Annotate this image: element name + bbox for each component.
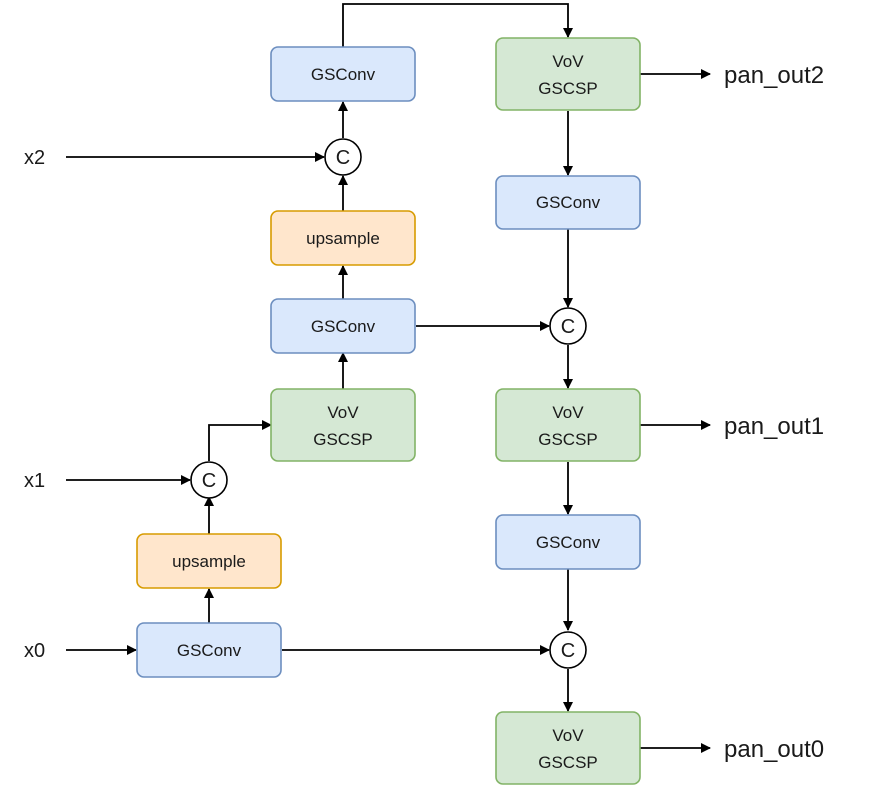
concat-lower-left-symbol: C (202, 470, 216, 492)
output-pan-out0-label: pan_out0 (724, 736, 824, 763)
vov-bottom-right-label-line2: GSCSP (538, 753, 598, 772)
gsconv-mid-left-node: GSConv (270, 298, 416, 354)
upsample-upper-label: upsample (306, 229, 380, 248)
vov-top-right-label-line1: VoV (552, 52, 584, 71)
vov-bottom-right-label-line1: VoV (552, 726, 584, 745)
output-pan-out1-label: pan_out1 (724, 413, 824, 440)
vov-mid-right-label-line2: GSCSP (538, 430, 598, 449)
input-x0-label: x0 (24, 640, 45, 662)
concat-mid-right-node: C (549, 307, 587, 345)
gsconv-mid-left-label: GSConv (311, 317, 376, 336)
output-pan-out2-label: pan_out2 (724, 62, 824, 89)
vov-top-right-node: VoV GSCSP (495, 37, 641, 111)
gsconv-upper-right-label: GSConv (536, 193, 601, 212)
concat-upper-left-node: C (324, 138, 362, 176)
vov-left-label-line2: GSCSP (313, 430, 373, 449)
input-x2-label: x2 (24, 147, 45, 169)
concat-lower-right-node: C (549, 631, 587, 669)
concat-lower-right-symbol: C (561, 640, 575, 662)
vov-bottom-right-node: VoV GSCSP (495, 711, 641, 785)
edge-concat-to-vov-left (208, 420, 272, 461)
edges (66, 3, 711, 753)
upsample-upper-node: upsample (270, 210, 416, 266)
vov-mid-right-node: VoV GSCSP (495, 388, 641, 462)
vov-top-right-label-line2: GSCSP (538, 79, 598, 98)
concat-lower-left-node: C (190, 461, 228, 499)
gsconv-top-left-node: GSConv (270, 46, 416, 102)
gsconv-bottom-left-label: GSConv (177, 641, 242, 660)
gsconv-upper-right-node: GSConv (495, 175, 641, 230)
gsconv-lower-right-node: GSConv (495, 514, 641, 570)
vov-left-node: VoV GSCSP (270, 388, 416, 462)
concat-upper-left-symbol: C (336, 147, 350, 169)
gsconv-bottom-left-node: GSConv (136, 622, 282, 678)
vov-mid-right-label-line1: VoV (552, 403, 584, 422)
input-x1-label: x1 (24, 470, 45, 492)
vov-left-label-line1: VoV (327, 403, 359, 422)
edge-gsconv-top-to-vov-top (342, 3, 573, 47)
concat-mid-right-symbol: C (561, 316, 575, 338)
gsconv-top-left-label: GSConv (311, 65, 376, 84)
gsconv-lower-right-label: GSConv (536, 533, 601, 552)
upsample-lower-node: upsample (136, 533, 282, 589)
upsample-lower-label: upsample (172, 552, 246, 571)
